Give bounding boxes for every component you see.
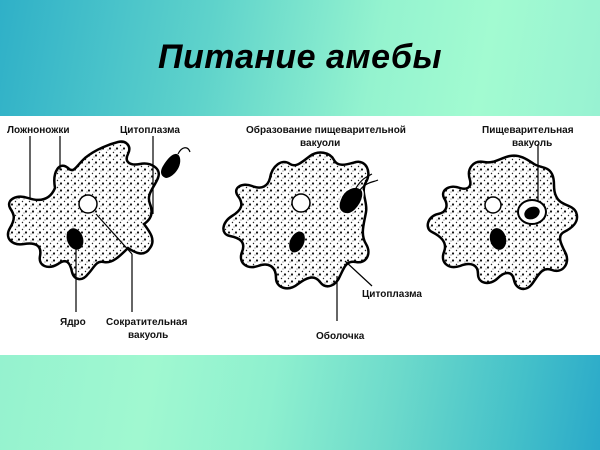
nucleus-1 [66, 228, 84, 250]
label-digestive-vacuole-line1: Пищеварительная [482, 125, 574, 136]
amoeba-diagram: Ложноножки Цитоплазма Ядро Сократительна… [6, 124, 579, 342]
prey-flagellate-1 [161, 153, 181, 178]
label-pseudopods: Ложноножки [7, 125, 70, 136]
forming-food-vacuole [338, 186, 364, 215]
label-contractile-vacuole-line1: Сократительная [106, 317, 188, 328]
nucleus-2 [289, 231, 305, 253]
label-membrane: Оболочка [316, 330, 365, 342]
slide-title: Питание амебы [158, 38, 442, 76]
amoeba-figure-1: Ложноножки Цитоплазма Ядро Сократительна… [6, 125, 191, 341]
footer-gradient-band [0, 355, 600, 450]
amoeba-figure-2: Образование пищеварительной вакуоли Цито… [222, 124, 422, 342]
amoeba-diagram-panel: Ложноножки Цитоплазма Ядро Сократительна… [0, 116, 600, 355]
label-digestive-vacuole-line2: вакуоль [512, 138, 552, 149]
label-formation-line1: Образование пищеварительной [246, 124, 406, 136]
nucleus-3 [489, 228, 507, 250]
label-contractile-vacuole-line2: вакуоль [128, 330, 168, 341]
header-gradient-band [0, 0, 600, 116]
label-nucleus: Ядро [60, 317, 86, 328]
contractile-vacuole-3 [484, 196, 502, 214]
contractile-vacuole-1 [78, 194, 98, 214]
amoeba-body-3 [426, 154, 579, 291]
amoeba-body-2 [222, 151, 370, 290]
amoeba-figure-3: Пищеварительная вакуоль [426, 125, 579, 291]
label-cytoplasm-1: Цитоплазма [120, 125, 180, 136]
contractile-vacuole-2 [291, 193, 311, 213]
label-formation-line2: вакуоли [300, 138, 340, 149]
label-cytoplasm-2: Цитоплазма [362, 289, 422, 300]
